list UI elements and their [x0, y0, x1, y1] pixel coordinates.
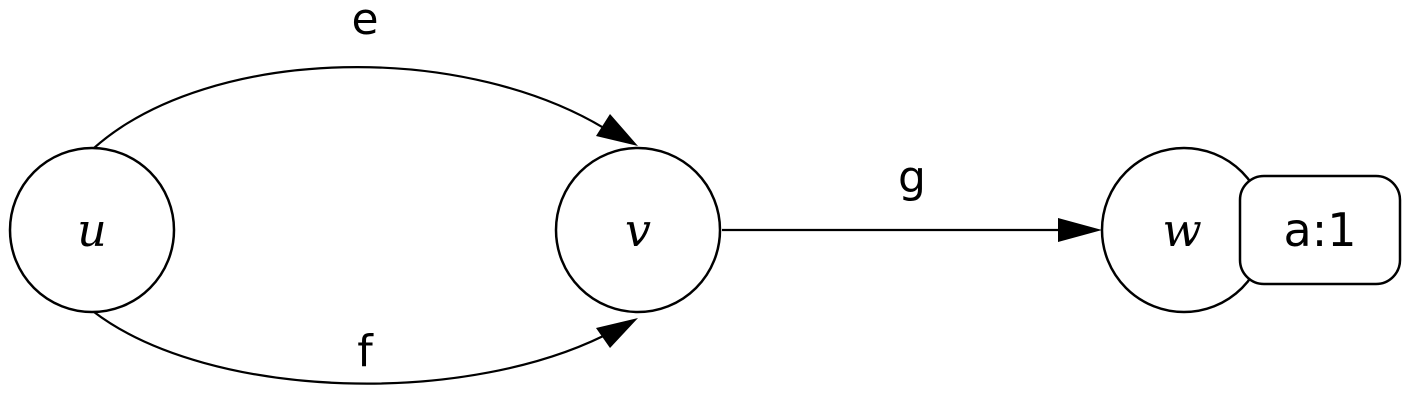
edge-g-label: g [898, 152, 926, 203]
edge-e-arrowhead [596, 114, 638, 146]
edge-e [93, 65, 616, 149]
node-u [8, 146, 176, 314]
node-v-label: v [625, 203, 651, 257]
edge-f-label: f [357, 326, 374, 377]
edge-f-arrowhead [596, 318, 638, 348]
node-w-label: w [1162, 203, 1201, 257]
node-v [554, 146, 722, 314]
edge-f [93, 311, 616, 385]
edge-e-label: e [351, 0, 378, 45]
node-u-label: u [77, 203, 107, 257]
node-w-tag-box [1238, 174, 1402, 286]
node-w-tag-label: a:1 [1284, 203, 1357, 257]
edge-g-arrowhead [1058, 218, 1102, 242]
